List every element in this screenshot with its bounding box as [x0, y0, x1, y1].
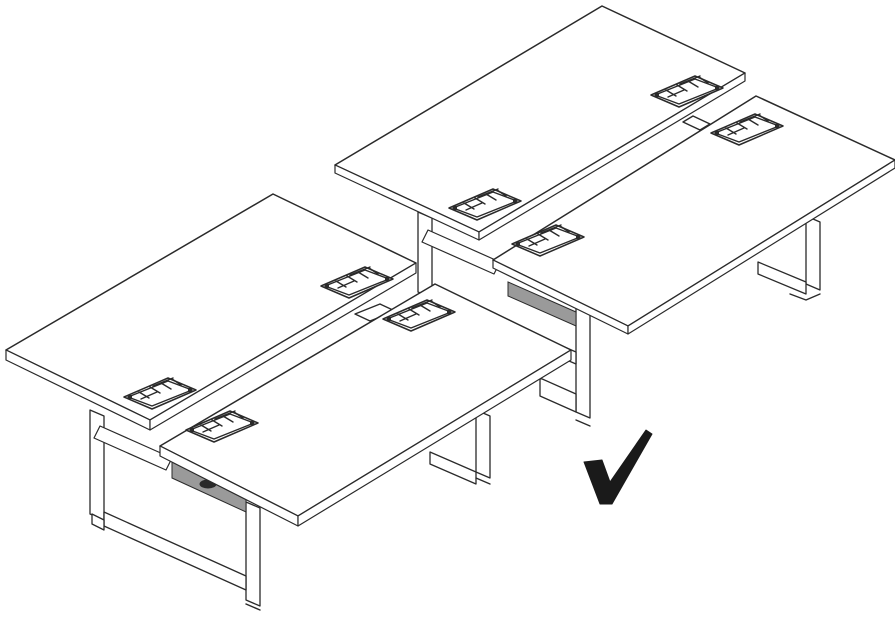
desk-group-back	[334, 5, 895, 427]
desk-group-front	[5, 193, 572, 611]
cable-tray-back	[507, 281, 577, 327]
worktop-back-right	[492, 95, 895, 335]
checkmark-icon	[583, 429, 653, 505]
worktop-front-left	[5, 193, 417, 431]
worktop-front-right	[159, 283, 572, 527]
desk-group-front-legs	[89, 409, 491, 611]
worktop-back-left	[334, 5, 746, 241]
